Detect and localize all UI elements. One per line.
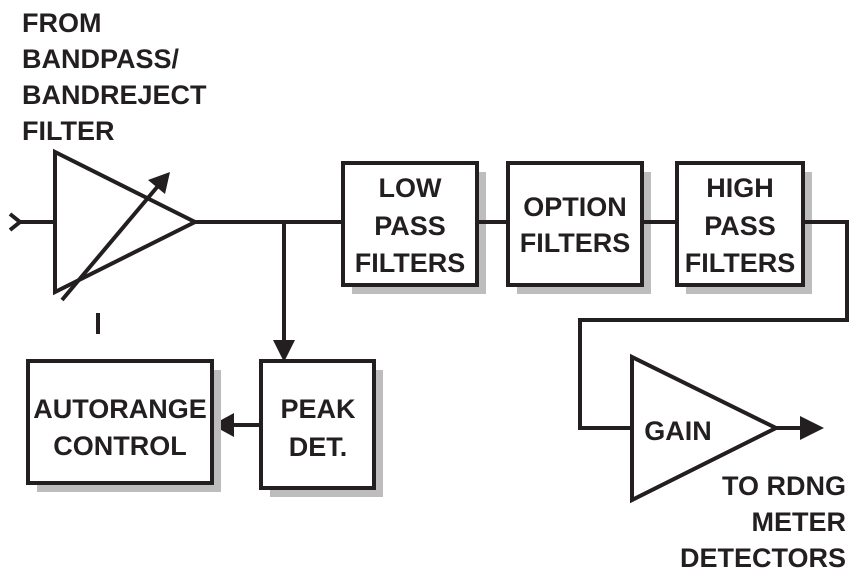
low-pass-label-1: LOW — [379, 173, 442, 203]
variable-gain-arrowhead — [148, 172, 170, 194]
autorange-control-block: AUTORANGE CONTROL — [26, 359, 221, 492]
autorange-box — [26, 359, 214, 485]
output-label-line-1: TO RDNG — [722, 471, 846, 501]
source-label-line-2: BANDPASS/ — [22, 44, 180, 74]
high-pass-to-gain-route — [578, 220, 849, 430]
output-label-line-2: METER — [752, 507, 847, 537]
high-pass-label-3: FILTERS — [685, 248, 796, 278]
option-label-1: OPTION — [523, 192, 627, 222]
gain-label: GAIN — [644, 416, 712, 446]
peak-label-1: PEAK — [280, 394, 356, 424]
peak-tap-arrowhead — [273, 340, 295, 362]
output-label: TO RDNG METER DETECTORS — [680, 471, 846, 573]
output-arrowhead — [800, 416, 824, 440]
gain-triangle — [630, 353, 781, 504]
source-label-line-4: FILTER — [22, 116, 114, 146]
low-pass-label-3: FILTERS — [355, 248, 466, 278]
autorange-label-1: AUTORANGE — [33, 394, 207, 424]
gain-amplifier: GAIN — [630, 353, 781, 504]
peak-detector-block: PEAK DET. — [259, 359, 383, 497]
high-pass-filters-block: HIGH PASS FILTERS — [675, 161, 812, 294]
option-box — [506, 161, 644, 287]
peak-box — [259, 359, 376, 490]
variable-gain-arrow-shaft — [60, 184, 160, 302]
option-label-2: FILTERS — [520, 228, 631, 258]
autorange-label-2: CONTROL — [53, 431, 186, 461]
high-pass-label-1: HIGH — [706, 173, 774, 203]
high-pass-label-2: PASS — [704, 211, 776, 241]
input-amplifier — [53, 148, 200, 334]
input-connector — [8, 212, 55, 232]
option-filters-block: OPTION FILTERS — [506, 161, 651, 294]
low-pass-filters-block: LOW PASS FILTERS — [341, 161, 486, 294]
output-label-line-3: DETECTORS — [680, 543, 846, 573]
source-label: FROM BANDPASS/ BANDREJECT FILTER — [22, 8, 207, 146]
input-amplifier-triangle — [53, 148, 200, 296]
source-label-line-3: BANDREJECT — [22, 80, 207, 110]
low-pass-label-2: PASS — [374, 211, 446, 241]
peak-to-autorange-arrowhead — [212, 413, 234, 437]
peak-label-2: DET. — [289, 432, 348, 462]
source-label-line-1: FROM — [22, 8, 101, 38]
